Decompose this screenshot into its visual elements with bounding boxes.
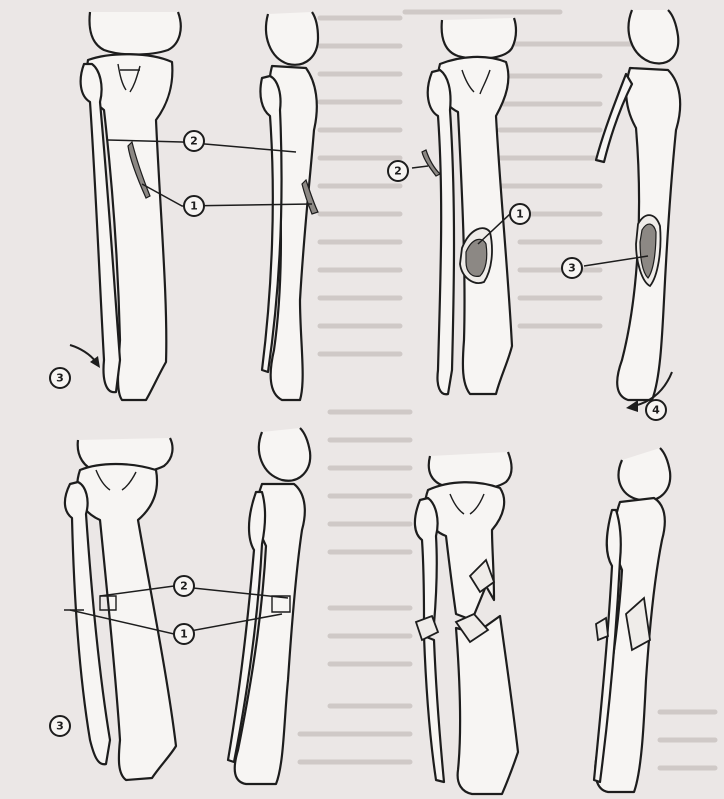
callout-panel2-4-label: 4 bbox=[652, 404, 660, 417]
callout-panel3-3-label: 3 bbox=[56, 720, 64, 733]
callout-panel1-3: 3 bbox=[50, 368, 70, 388]
callout-panel2-3: 3 bbox=[562, 258, 582, 278]
callout-panel3-1: 1 bbox=[174, 624, 194, 644]
callout-panel1-1-label: 1 bbox=[190, 200, 198, 213]
callout-panel3-2-label: 2 bbox=[180, 580, 188, 593]
tibia-4-distal bbox=[456, 616, 518, 794]
panel-bottom-right bbox=[415, 448, 670, 794]
callout-panel1-2-label: 2 bbox=[190, 135, 198, 148]
callout-panel1-1: 1 bbox=[184, 196, 204, 216]
callout-panel2-1: 1 bbox=[510, 204, 530, 224]
callout-panel1-3-label: 3 bbox=[56, 372, 64, 385]
callout-panel2-4: 4 bbox=[646, 400, 666, 420]
panel3-side-view bbox=[228, 428, 310, 784]
callout-panel1-2: 2 bbox=[184, 131, 204, 151]
panel2-side-view bbox=[596, 10, 680, 400]
panel-bottom-left: 2 1 3 bbox=[50, 428, 310, 784]
callout-panel2-2-label: 2 bbox=[394, 165, 402, 178]
callout-panel2-3-label: 3 bbox=[568, 262, 576, 275]
callout-panel3-1-label: 1 bbox=[180, 628, 188, 641]
panel2-front-view bbox=[422, 18, 516, 394]
panel4-front-view bbox=[415, 452, 518, 794]
panel1-side-view bbox=[260, 12, 318, 400]
panel3-front-view bbox=[64, 438, 176, 780]
panel-top-left: 2 1 3 bbox=[50, 12, 318, 400]
callout-panel3-2: 2 bbox=[174, 576, 194, 596]
callout-panel2-1-label: 1 bbox=[516, 208, 524, 221]
femur-condyles-1 bbox=[90, 12, 181, 55]
panel1-front-view bbox=[81, 12, 181, 400]
callout-panel3-3: 3 bbox=[50, 716, 70, 736]
callout-panel2-2: 2 bbox=[388, 161, 408, 181]
